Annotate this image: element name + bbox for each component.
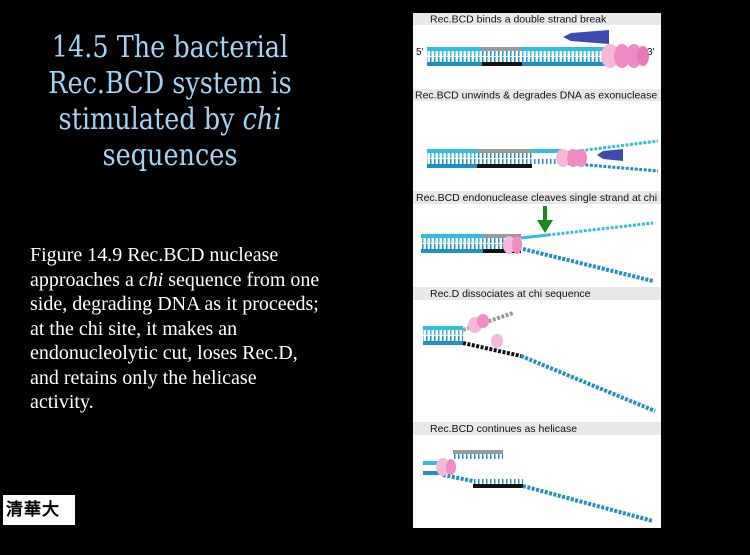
step3-label: Rec.BCD endonuclease cleaves single stra… <box>416 192 657 204</box>
recbc-enzyme <box>436 458 450 476</box>
step2-label-band <box>413 89 661 101</box>
slide-title: 14.5 The bacterial Rec.BCD system is sti… <box>48 30 292 173</box>
step5-dna <box>423 450 654 523</box>
university-logo: 清華大學 <box>3 495 75 550</box>
direction-arrow-icon <box>597 149 623 161</box>
step4-label-band <box>413 287 661 300</box>
recbcd-enzyme <box>601 44 619 68</box>
step2-dna <box>427 139 659 173</box>
direction-arrow-icon <box>563 30 609 44</box>
step1-label-band <box>413 13 661 25</box>
recbcd-enzyme <box>556 149 570 167</box>
step4-label: Rec.D dissociates at chi sequence <box>430 288 591 300</box>
recbcd-enzyme <box>503 236 515 254</box>
cleavage-arrow-icon <box>543 206 547 222</box>
step1-dna: 5' 3' <box>416 30 655 68</box>
five-prime-label: 5' <box>416 47 424 58</box>
three-prime-label: 3' <box>647 47 655 58</box>
step2-label: Rec.BCD unwinds & degrades DNA as exonuc… <box>415 90 657 102</box>
step1-label: Rec.BCD binds a double strand break <box>430 14 607 26</box>
step4-dna <box>423 311 656 413</box>
figure-caption: Figure 14.9 Rec.BCD nuclease approaches … <box>30 244 320 413</box>
step3-label-band <box>413 191 661 204</box>
step3-dna <box>421 206 654 283</box>
recd-subunit <box>491 334 503 348</box>
step5-label-band <box>413 422 661 435</box>
step5-label: Rec.BCD continues as helicase <box>430 423 577 435</box>
recbcd-diagram: Rec.BCD binds a double strand break Rec.… <box>413 13 661 528</box>
